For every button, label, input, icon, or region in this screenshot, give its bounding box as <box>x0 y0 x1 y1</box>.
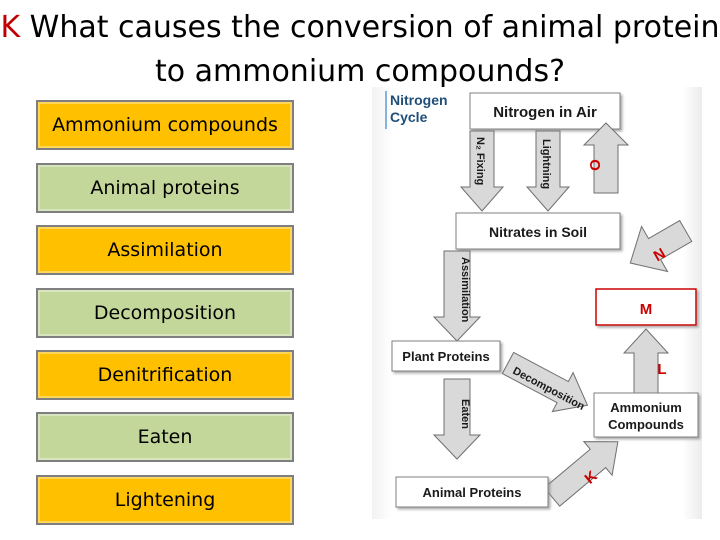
box-plant-proteins-label: Plant Proteins <box>402 349 489 364</box>
option-denitrification[interactable]: Denitrification <box>36 350 294 400</box>
arrow-eaten-label: Eaten <box>459 399 471 429</box>
diagram-heading-line1: Nitrogen <box>390 92 448 108</box>
arrow-assimilation: Assimilation <box>432 250 482 342</box>
option-lightening[interactable]: Lightening <box>36 475 294 525</box>
box-nitrates-in-soil <box>455 212 621 250</box>
box-nitrates-in-soil-label: Nitrates in Soil <box>489 224 587 240</box>
box-m <box>595 288 697 326</box>
option-label: Denitrification <box>97 364 233 386</box>
nitrogen-cycle-svg: Nitrogen Cycle Nitrogen in Air N₂ Fixing… <box>385 91 699 508</box>
arrow-k <box>543 441 619 507</box>
arrow-o-up <box>582 122 630 194</box>
arrow-n2-fixing: N₂ Fixing <box>459 130 505 212</box>
option-eaten[interactable]: Eaten <box>36 412 294 462</box>
arrow-lightning: Lightning <box>525 130 571 212</box>
option-label: Eaten <box>137 426 193 448</box>
letter-l: L <box>657 361 666 378</box>
option-label: Decomposition <box>93 302 237 324</box>
box-animal-proteins <box>395 476 549 508</box>
arrow-n <box>629 219 693 273</box>
box-nitrogen-in-air <box>469 92 621 130</box>
option-label: Lightening <box>114 489 216 511</box>
box-ammonium-line2: Compounds <box>608 417 684 432</box>
option-ammonium-compounds[interactable]: Ammonium compounds <box>36 100 294 150</box>
option-assimilation[interactable]: Assimilation <box>36 225 294 275</box>
box-ammonium-line1: Ammonium <box>610 400 682 415</box>
arrow-eaten: Eaten <box>432 378 482 460</box>
question-text: What causes the conversion of animal pro… <box>20 10 720 89</box>
arrow-assimilation-label: Assimilation <box>459 257 471 323</box>
option-decomposition[interactable]: Decomposition <box>36 288 294 338</box>
question-title: K What causes the conversion of animal p… <box>0 6 720 94</box>
option-animal-proteins[interactable]: Animal proteins <box>36 163 294 213</box>
arrow-l-up <box>622 328 670 394</box>
option-label: Ammonium compounds <box>52 114 278 136</box>
box-plant-proteins <box>391 340 501 372</box>
diagram-heading-line2: Cycle <box>390 109 428 125</box>
letter-o: O <box>587 159 604 171</box>
arrow-lightning-label: Lightning <box>540 139 552 189</box>
arrow-decomposition: Decomposition <box>501 351 589 413</box>
box-m-label: M <box>640 301 653 318</box>
option-label: Assimilation <box>107 239 223 261</box>
box-ammonium-compounds <box>593 392 699 438</box>
box-animal-proteins-label: Animal Proteins <box>423 485 522 500</box>
nitrogen-cycle-diagram: Nitrogen Cycle Nitrogen in Air N₂ Fixing… <box>372 87 702 519</box>
arrow-n2-fixing-label: N₂ Fixing <box>474 137 486 185</box>
option-label: Animal proteins <box>90 177 240 199</box>
box-nitrogen-in-air-label: Nitrogen in Air <box>493 104 597 121</box>
question-letter: K <box>0 10 21 45</box>
diagram-heading: Nitrogen Cycle <box>385 91 448 129</box>
